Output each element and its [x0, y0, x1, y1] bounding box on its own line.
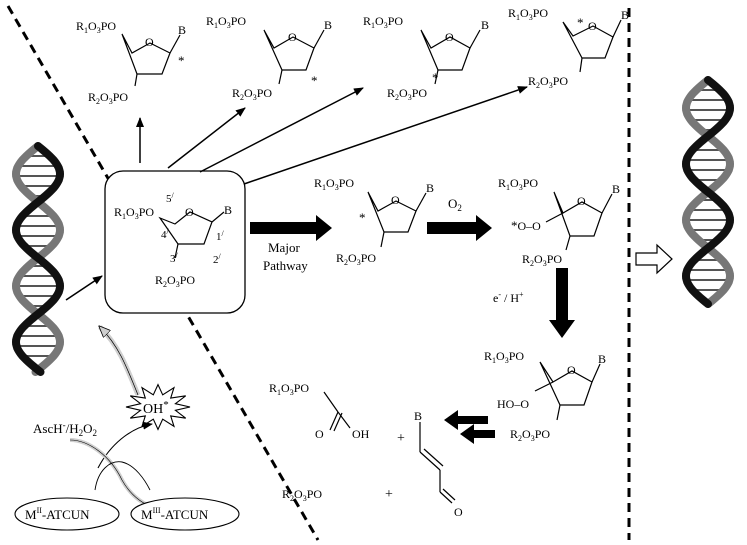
arrow-dna-to-box: [65, 275, 103, 301]
svg-text:R2O3PO: R2O3PO: [387, 86, 427, 102]
phosphoglycolate-product: R1O3PO O OH: [269, 381, 370, 441]
o2-label: O2: [448, 196, 462, 213]
central-deoxyribose: R1O3PO O B R2O3PO 5/ 4/ 3/ 2/ 1/: [114, 191, 232, 289]
phosphate-product: R2O3PO: [282, 487, 322, 503]
svg-text:O: O: [288, 30, 297, 44]
svg-text:R1O3PO: R1O3PO: [363, 14, 403, 30]
svg-text:O: O: [445, 30, 454, 44]
svg-text:R1O3PO: R1O3PO: [76, 19, 116, 35]
svg-text:O: O: [588, 19, 597, 33]
svg-text:B: B: [224, 203, 232, 217]
svg-text:4/: 4/: [161, 227, 170, 241]
svg-text:3/: 3/: [170, 251, 179, 265]
c3-radical-sugar: R1O3PO O B * R2O3PO: [363, 14, 489, 102]
svg-text:*: *: [178, 53, 185, 68]
ascorbate-peroxide-label: AscH-/H2O2: [33, 420, 97, 438]
svg-text:O: O: [185, 205, 194, 219]
svg-text:O: O: [391, 193, 400, 207]
c1-radical-sugar: R1O3PO O B * R2O3PO: [76, 19, 186, 106]
svg-text:*: *: [432, 70, 439, 85]
svg-text:*: *: [577, 15, 584, 30]
svg-text:B: B: [178, 23, 186, 37]
plus-sign-upper: +: [397, 431, 405, 446]
svg-text:R2O3PO: R2O3PO: [522, 252, 562, 268]
fragmentation-arrow-lower: [460, 424, 495, 444]
plus-sign-lower: +: [385, 487, 393, 502]
svg-text:R2O3PO: R2O3PO: [528, 74, 568, 90]
dna-double-helix-icon: [681, 76, 735, 308]
c2-radical-sugar: R1O3PO O B * R2O3PO: [206, 14, 332, 102]
svg-text:R2O3PO: R2O3PO: [510, 427, 550, 443]
svg-text:B: B: [612, 182, 620, 196]
o2-arrow: [427, 215, 492, 241]
fragmentation-arrow-upper: [444, 410, 488, 430]
svg-text:O: O: [567, 363, 576, 377]
svg-text:B: B: [414, 409, 422, 423]
svg-text:OH: OH: [352, 427, 370, 441]
electron-proton-arrow: [549, 268, 575, 338]
svg-text:B: B: [621, 8, 629, 22]
pathway-label: Pathway: [263, 258, 308, 273]
helix-strand: [681, 76, 735, 308]
hollow-right-arrow: [635, 243, 673, 275]
hydroxyl-radical-burst-icon: [125, 383, 191, 431]
svg-text:B: B: [426, 181, 434, 195]
svg-text:*: *: [311, 73, 318, 88]
svg-text:R2O3PO: R2O3PO: [155, 273, 195, 289]
dna-double-helix-icon: [11, 142, 65, 376]
oh-to-dna-curved-arrow-outline: [100, 327, 139, 396]
svg-text:B: B: [481, 18, 489, 32]
svg-text:R2O3PO: R2O3PO: [336, 251, 376, 267]
major-pathway-arrow: [250, 215, 332, 241]
metal-iii-atcun-ellipse: [130, 497, 240, 531]
svg-text:HO–O: HO–O: [497, 397, 529, 411]
svg-text:R1O3PO: R1O3PO: [269, 381, 309, 397]
svg-text:*O–O: *O–O: [511, 218, 541, 233]
svg-text:5/: 5/: [166, 191, 175, 205]
svg-text:B: B: [598, 352, 606, 366]
c4-radical-sugar: R1O3PO O B * R2O3PO: [314, 176, 434, 267]
svg-text:R2O3PO: R2O3PO: [88, 90, 128, 106]
svg-text:R1O3PO: R1O3PO: [206, 14, 246, 30]
base-propenal-product: B O: [414, 409, 463, 519]
svg-text:R1O3PO: R1O3PO: [484, 349, 524, 365]
hydroperoxide-sugar: R1O3PO O B HO–O R2O3PO: [484, 349, 606, 443]
arrow-to-c5-radical: [243, 86, 528, 185]
svg-text:2/: 2/: [213, 252, 222, 266]
electron-proton-label: e- / H+: [493, 290, 524, 305]
svg-text:R1O3PO: R1O3PO: [314, 176, 354, 192]
metal-ii-atcun-label: MII-ATCUN: [25, 506, 90, 522]
svg-text:B: B: [324, 18, 332, 32]
svg-text:O: O: [315, 427, 324, 441]
svg-text:R1O3PO: R1O3PO: [114, 205, 154, 221]
c5-radical-sugar: R1O3PO O B * R2O3PO: [508, 6, 629, 90]
arrow-to-c3-radical: [199, 87, 364, 173]
arrow-to-c2-radical: [167, 107, 246, 169]
svg-text:1/: 1/: [216, 229, 225, 243]
hydroxyl-radical-label: OH*: [143, 399, 169, 417]
svg-text:R2O3PO: R2O3PO: [232, 86, 272, 102]
svg-text:O: O: [145, 35, 154, 49]
svg-text:R1O3PO: R1O3PO: [508, 6, 548, 22]
metal-ii-atcun-ellipse: [14, 497, 120, 531]
redox-arrow-to-oh: [97, 421, 153, 469]
svg-text:O: O: [454, 505, 463, 519]
metal-iii-atcun-label: MIII-ATCUN: [141, 506, 209, 522]
svg-text:R1O3PO: R1O3PO: [498, 176, 538, 192]
peroxyl-radical-sugar: R1O3PO O B *O–O R2O3PO: [498, 176, 620, 268]
helix-strand: [11, 142, 65, 376]
oh-to-dna-curved-arrow: [98, 325, 141, 396]
deoxyribose-box: [104, 170, 246, 314]
svg-text:O: O: [577, 194, 586, 208]
svg-text:*: *: [359, 210, 366, 225]
major-label: Major: [268, 240, 300, 255]
redox-arrow-m2-to-m3: [94, 461, 151, 491]
